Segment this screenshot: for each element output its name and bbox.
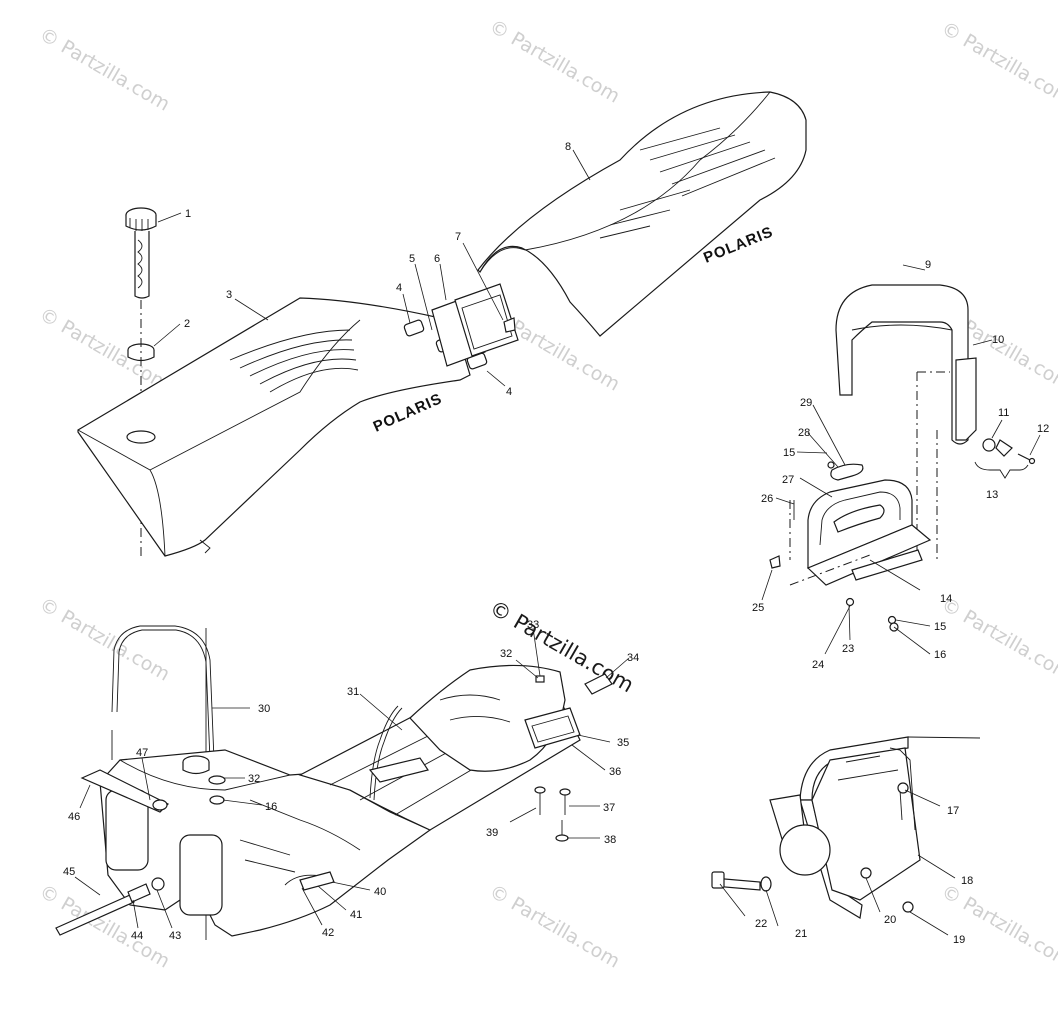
- callout-label: 35: [617, 737, 629, 749]
- watermark: © Partzilla.com: [486, 880, 624, 972]
- callout-label: 28: [798, 427, 810, 439]
- callout-label: 32: [500, 648, 512, 660]
- callout-label: 12: [1037, 423, 1049, 435]
- seat-base-cover: [78, 298, 470, 556]
- callout-label: 15: [783, 447, 795, 459]
- brand-label: POLARIS: [371, 390, 445, 436]
- callout-label: 5: [409, 253, 415, 265]
- callout-label: 16: [265, 801, 277, 813]
- callout-label: 18: [961, 875, 973, 887]
- callout-label: 7: [455, 231, 461, 243]
- callout-label: 4: [506, 386, 512, 398]
- callout-label: 4: [396, 282, 402, 294]
- fuel-tank-assembly: [56, 626, 612, 940]
- callout-label: 43: [169, 930, 181, 942]
- callout-label: 16: [934, 649, 946, 661]
- callout-label: 40: [374, 886, 386, 898]
- callout-label: 15: [934, 621, 946, 633]
- callout-label: 42: [322, 927, 334, 939]
- callout-label: 36: [609, 766, 621, 778]
- callout-label: 39: [486, 827, 498, 839]
- callout-label: 20: [884, 914, 896, 926]
- hitch-assembly: [712, 737, 980, 918]
- callout-label: 6: [434, 253, 440, 265]
- callout-label: 10: [992, 334, 1004, 346]
- callout-label: 46: [68, 811, 80, 823]
- callout-label: 45: [63, 866, 75, 878]
- callout-label: 11: [998, 407, 1009, 419]
- watermark: © Partzilla.com: [938, 593, 1058, 685]
- callout-label: 14: [940, 593, 952, 605]
- callout-label: 23: [842, 643, 854, 655]
- callout-label: 27: [782, 474, 794, 486]
- watermark: © Partzilla.com: [36, 23, 174, 115]
- callout-label: 29: [800, 397, 812, 409]
- callout-label: 2: [184, 318, 190, 330]
- callout-label: 47: [136, 747, 148, 759]
- seat: [478, 92, 806, 336]
- fuel-cap: [126, 208, 156, 298]
- callout-label: 8: [565, 141, 571, 153]
- callout-label: 25: [752, 602, 764, 614]
- callout-label: 32: [248, 773, 260, 785]
- callout-label: 19: [953, 934, 965, 946]
- callout-label: 9: [925, 259, 931, 271]
- watermark: © Partzilla.com: [486, 15, 624, 107]
- callout-label: 24: [812, 659, 824, 671]
- callout-label: 37: [603, 802, 615, 814]
- watermark: © Partzilla.com: [938, 880, 1058, 972]
- callout-label: 13: [986, 489, 998, 501]
- callout-label: 26: [761, 493, 773, 505]
- callout-label: 34: [627, 652, 639, 664]
- callout-label: 3: [226, 289, 232, 301]
- callout-label: 30: [258, 703, 270, 715]
- callout-label: 44: [131, 930, 143, 942]
- callout-label: 33: [527, 619, 539, 631]
- callout-label: 31: [347, 686, 359, 698]
- callout-label: 38: [604, 834, 616, 846]
- callout-label: 17: [947, 805, 959, 817]
- watermark: © Partzilla.com: [36, 593, 174, 685]
- callout-label: 21: [795, 928, 807, 940]
- callout-label: 41: [350, 909, 362, 921]
- callout-label: 1: [185, 208, 191, 220]
- watermark: © Partzilla.com: [938, 17, 1058, 109]
- callout-label: 22: [755, 918, 767, 930]
